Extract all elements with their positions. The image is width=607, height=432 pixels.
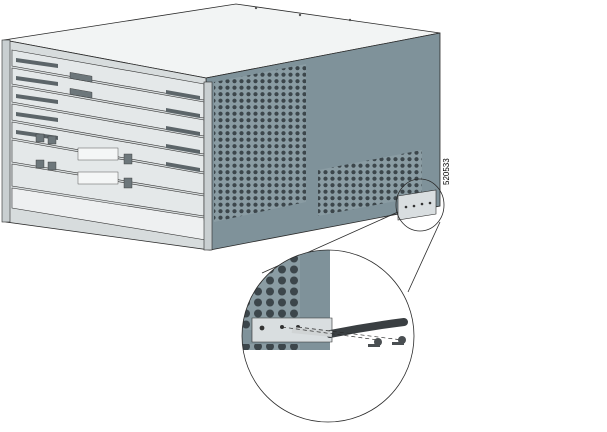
module-ports <box>35 72 133 189</box>
detail-callout <box>241 249 415 423</box>
rack-ear-left <box>1 39 11 223</box>
callout-source-circle <box>395 178 445 232</box>
lower-vent-grille <box>318 150 422 216</box>
callout-leader-line <box>407 221 441 293</box>
rack-ear-right <box>203 81 213 251</box>
upper-vent-grille <box>214 64 306 222</box>
chassis-front-panel <box>1 39 213 251</box>
module-handles <box>16 58 200 172</box>
module-slots <box>11 49 207 241</box>
figure-id-label: 520533 <box>442 158 451 185</box>
ground-screws <box>368 336 406 347</box>
chassis-side-panel <box>205 32 441 251</box>
ground-cable <box>326 318 408 338</box>
